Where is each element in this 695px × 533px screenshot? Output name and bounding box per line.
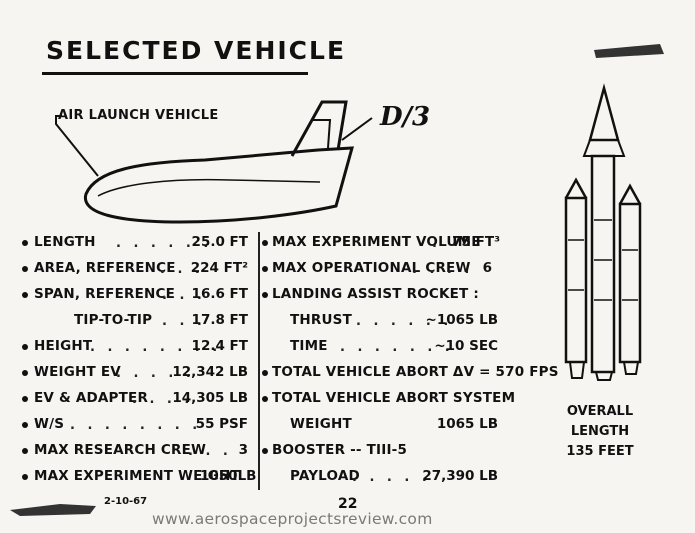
spec-label: HEIGHT (34, 338, 93, 354)
air-launch-vehicle-label: AIR LAUNCH VEHICLE (58, 108, 219, 123)
logo-stamp-icon (594, 44, 664, 58)
bullet (22, 396, 28, 402)
bullet (262, 396, 268, 402)
spec-label: TOTAL VEHICLE ABORT SYSTEM (272, 390, 516, 406)
spec-label: TOTAL VEHICLE ABORT ΔV = 570 FPS (272, 364, 559, 380)
bullet (262, 266, 268, 272)
bullet (22, 474, 28, 480)
footer-logo-icon (10, 504, 96, 516)
spec-value: 27,390 LB (422, 468, 498, 484)
spec-label: MAX RESEARCH CREW (34, 442, 207, 458)
bullet (22, 240, 28, 246)
bullet (22, 370, 28, 376)
spec-label: LENGTH (34, 234, 96, 250)
spec-value: 224 FT² (190, 260, 248, 276)
bullet (22, 448, 28, 454)
spec-value: 55 PSF (195, 416, 248, 432)
leader-dots: . . . (188, 444, 232, 459)
leader-dots: . . . . . . . . (90, 340, 222, 355)
overall-length-caption: OVERALL LENGTH 135 FEET (540, 402, 660, 462)
spec-value: 12.4 FT (191, 338, 248, 354)
spec-label: AREA, REFERENCE (34, 260, 176, 276)
spec-value: 1050LB (200, 468, 257, 484)
bullet (262, 240, 268, 246)
bullet (22, 344, 28, 350)
bullet (22, 292, 28, 298)
booster-stack-drawing (564, 83, 642, 381)
spec-label: MAX EXPERIMENT WEIGHT (34, 468, 240, 484)
leader-dots: . . . . (412, 262, 474, 277)
leader-dots: . . . . . . . . (70, 418, 202, 433)
spec-value: 16.6 FT (191, 286, 248, 302)
spec-label: THRUST (290, 312, 352, 328)
bullet (262, 370, 268, 376)
leader-dots: . . . (160, 262, 204, 277)
column-divider (258, 232, 260, 490)
vehicle-designation: D/3 (380, 102, 431, 132)
leader-dots: . . . (162, 314, 206, 329)
spec-label: BOOSTER -- TIII-5 (272, 442, 408, 458)
spec-label: SPAN, REFERENCE (34, 286, 176, 302)
spec-value: 25.0 FT (191, 234, 248, 250)
bullet (22, 422, 28, 428)
spec-value: 12,342 LB (172, 364, 248, 380)
leader-dots: . (432, 236, 441, 251)
spec-label: TIME (290, 338, 328, 354)
bullet (262, 448, 268, 454)
overall-length-value: 135 FEET (566, 444, 634, 459)
spec-value: 75 FT³ (452, 234, 500, 250)
footer-date: 2-10-67 (104, 496, 148, 507)
spec-label: WEIGHT (290, 416, 352, 432)
overall-length-label: OVERALL LENGTH (566, 404, 634, 439)
page-number: 22 (338, 496, 358, 512)
spec-value: 3 (238, 442, 248, 458)
leader-dots: . . . (162, 288, 206, 303)
spec-label: LANDING ASSIST ROCKET : (272, 286, 479, 302)
page-title: SELECTED VEHICLE (46, 36, 347, 65)
leader-dots: . . . . . . (356, 314, 453, 329)
bullet (22, 266, 28, 272)
bullet (262, 292, 268, 298)
spec-value: ~10 SEC (434, 338, 498, 354)
spec-label: PAYLOAD (290, 468, 360, 484)
spec-label: EV & ADAPTER (34, 390, 149, 406)
spec-label: MAX OPERATIONAL CREW (272, 260, 471, 276)
spec-label: W/S (34, 416, 65, 432)
watermark-url: www.aerospaceprojectsreview.com (152, 510, 433, 528)
spec-value: 17.8 FT (191, 312, 248, 328)
spec-label: MAX EXPERIMENT VOLUME (272, 234, 481, 250)
leader-dots: . . . . . . (116, 236, 213, 251)
leader-dots: . . . . . . . (340, 340, 454, 355)
leader-dots: . . . . . (116, 366, 195, 381)
spec-value: ~1065 LB (425, 312, 498, 328)
spec-value: 1065 LB (436, 416, 498, 432)
title-underline (42, 72, 308, 75)
spec-value: 14,305 LB (172, 390, 248, 406)
leader-dots: . . . . (132, 392, 194, 407)
spec-label: WEIGHT EV (34, 364, 121, 380)
spec-value: 6 (482, 260, 492, 276)
spec-label: TIP-TO-TIP (74, 312, 153, 328)
leader-dots: . . . . . (352, 470, 431, 485)
